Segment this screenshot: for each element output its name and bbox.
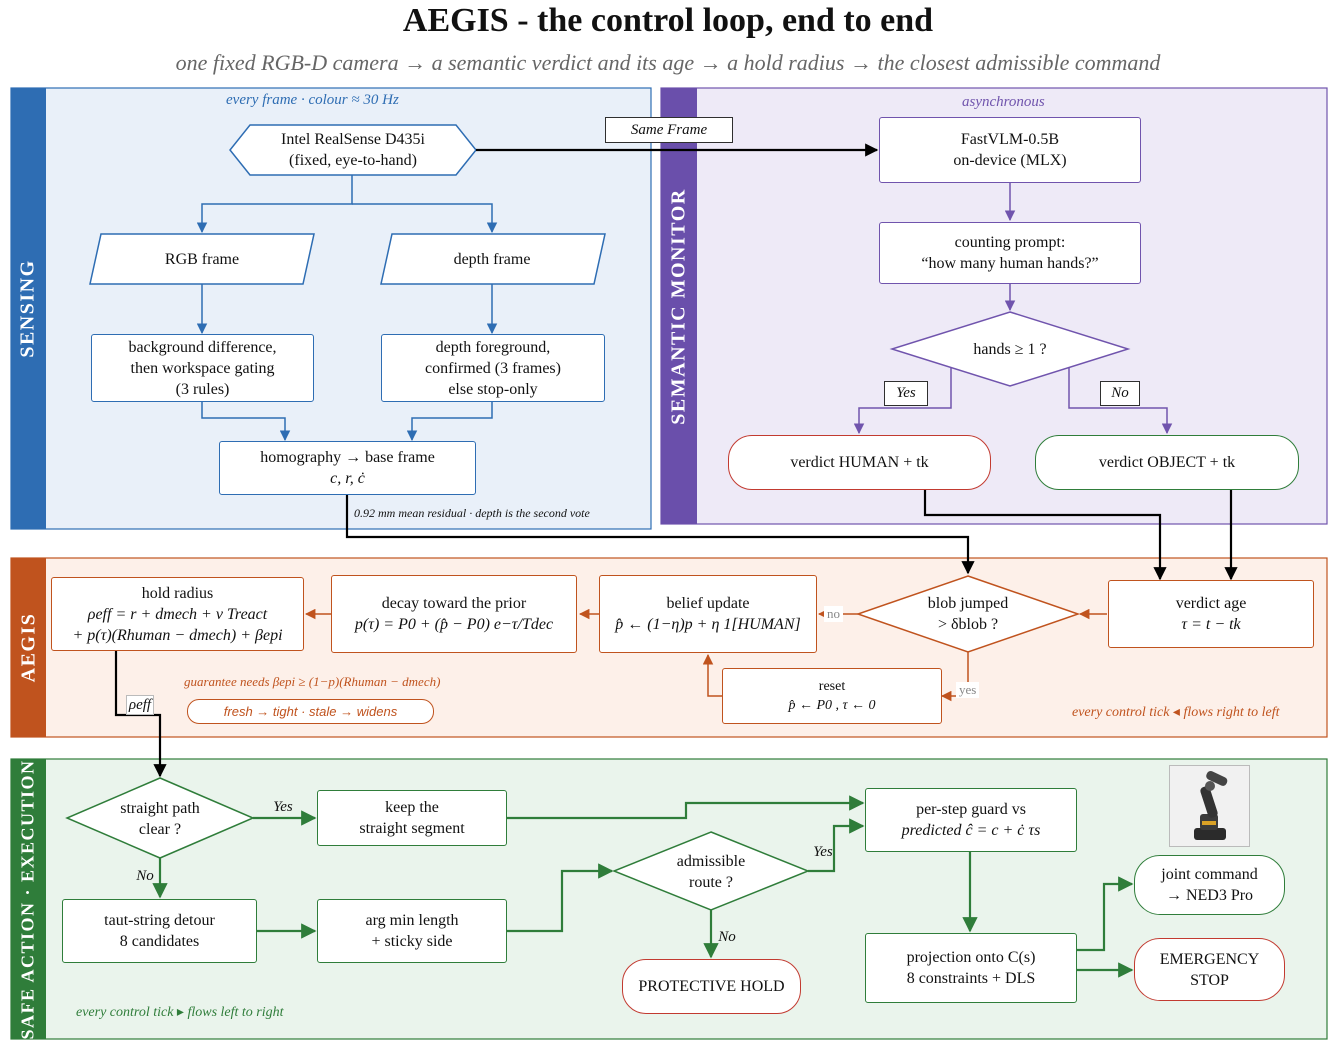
residual-note: 0.92 mm mean residual · depth is the sec… [354, 506, 590, 520]
robot-arm-photo [1169, 765, 1250, 847]
semantic-rate-note: asynchronous [962, 94, 1045, 110]
background-difference-box: background difference,then workspace gat… [91, 334, 314, 402]
blob-no-label: no [824, 606, 843, 622]
semantic-band [661, 88, 697, 524]
rgb-frame-node: RGB frame [164, 250, 240, 268]
straight-yes-label: Yes [273, 799, 293, 815]
blob-jumped-label: blob jumped> δblob ? [927, 595, 1009, 633]
guarantee-note: guarantee needs βepi ≥ (1−p)(Rhuman − dm… [184, 674, 441, 689]
admissible-no-label: No [718, 929, 736, 945]
protective-hold-pill: PROTECTIVE HOLD [622, 959, 801, 1014]
camera-line1: Intel RealSense D435i [281, 131, 425, 148]
hands-yes-label: Yes [884, 381, 928, 406]
aegis-band-label: AEGIS [17, 612, 39, 683]
depth-foreground-box: depth foreground,confirmed (3 frames)els… [381, 334, 605, 402]
sensing-band [11, 88, 46, 529]
verdict-object-pill: verdict OBJECT + tk [1035, 435, 1299, 490]
camera-hexagon [229, 124, 477, 176]
sensing-band-label: SENSING [17, 259, 39, 358]
admissible-yes-label: Yes [813, 844, 833, 860]
depth-frame-parallelogram [380, 233, 606, 285]
verdict-human-pill: verdict HUMAN + tk [728, 435, 991, 490]
same-frame-label: Same Frame [605, 117, 733, 143]
projection-box: projection onto C(s)8 constraints + DLS [865, 933, 1077, 1003]
execution-band-label: SAFE ACTION · EXECUTION [18, 758, 38, 1040]
rgb-frame-parallelogram [89, 233, 315, 285]
execution-flow-note: every control tick ▸ flows left to right [76, 1005, 284, 1020]
straight-no-label: No [136, 868, 154, 884]
hands-decision-diamond [889, 311, 1131, 387]
aegis-flow-note: every control tick ◂ flows right to left [1072, 705, 1280, 720]
diagram-subtitle: one fixed RGB-D camera → a semantic verd… [175, 50, 1161, 75]
freshness-chip: fresh → tight · stale → widens [187, 699, 434, 724]
diagram-title: AEGIS - the control loop, end to end [402, 2, 934, 39]
camera-node: Intel RealSense D435i (fixed, eye-to-han… [250, 128, 456, 172]
rho-eff-label: ρeff [126, 695, 154, 715]
hands-no-label: No [1100, 381, 1140, 406]
counting-prompt-box: counting prompt:“how many human hands?” [879, 222, 1141, 284]
aegis-band [11, 558, 46, 737]
depth-frame-node: depth frame [453, 250, 531, 268]
execution-band [11, 759, 46, 1039]
camera-line2: (fixed, eye-to-hand) [289, 152, 417, 169]
hands-decision-label: hands ≥ 1 ? [973, 340, 1047, 358]
joint-command-pill: joint command→ NED3 Pro [1134, 855, 1285, 915]
sensing-rate-note: every frame · colour ≈ 30 Hz [226, 92, 399, 108]
semantic-band-label: SEMANTIC MONITOR [667, 187, 690, 425]
blob-yes-label: yes [956, 682, 980, 698]
argmin-box: arg min length+ sticky side [317, 899, 507, 963]
